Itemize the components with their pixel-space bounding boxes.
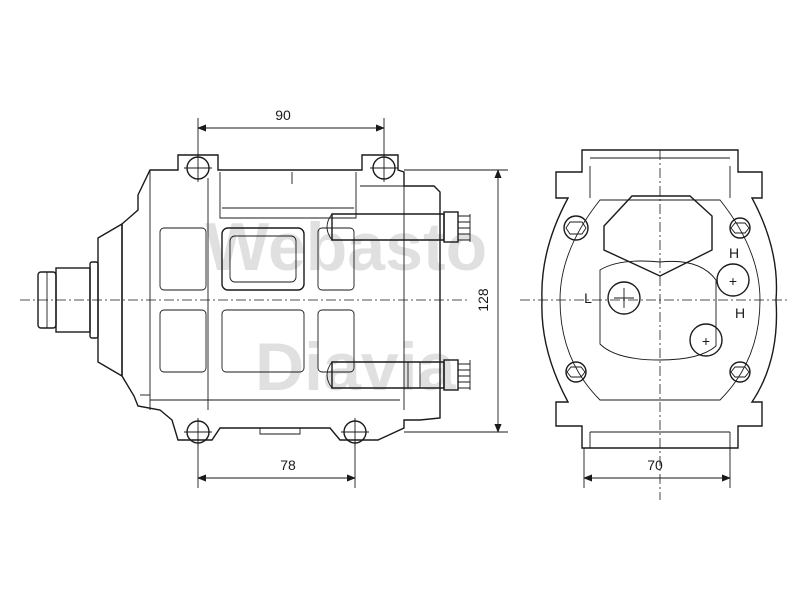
port-high-pressure-top: + H <box>716 245 750 297</box>
upper-fitting <box>326 211 471 243</box>
end-view-bolt-bottom-right <box>729 361 751 383</box>
lower-fitting <box>326 359 471 391</box>
watermark-line-1: Webasto <box>205 209 487 285</box>
dimension-bottom: 78 <box>197 444 356 488</box>
port-high-pressure-bottom: + H <box>689 305 745 357</box>
end-view-bolt-top-left <box>563 215 589 241</box>
end-view-bolt-top-right <box>729 217 751 239</box>
mount-ear-bottom-right <box>341 418 369 446</box>
dimension-height-label: 128 <box>475 288 491 312</box>
end-view-bolt-bottom-left <box>565 361 587 383</box>
dimension-height: 128 <box>404 169 508 433</box>
end-view: L + H + H <box>520 149 790 500</box>
dimension-bottom-label: 78 <box>280 457 296 473</box>
port-label-l: L <box>584 290 592 306</box>
side-view <box>20 154 471 446</box>
watermark-line-2: Diavia <box>255 329 457 405</box>
dimension-end-width: 70 <box>583 448 731 488</box>
dimension-end-width-label: 70 <box>647 457 663 473</box>
dimension-top: 90 <box>197 107 385 156</box>
dimension-top-label: 90 <box>275 107 291 123</box>
mount-ear-bottom-left <box>184 418 212 446</box>
port-label-h-bottom: H <box>735 305 745 321</box>
port-plus-top: + <box>729 273 737 289</box>
end-view-outline <box>541 149 778 449</box>
compressor-body-outline <box>121 154 441 441</box>
mount-ear-top-right <box>370 154 398 182</box>
mount-ear-top-left <box>184 154 212 182</box>
port-low-pressure: L <box>584 281 641 315</box>
watermark: Webasto Diavia <box>205 209 487 405</box>
port-plus-bottom: + <box>702 333 710 349</box>
head-panels <box>159 227 355 373</box>
port-label-h-top: H <box>729 245 739 261</box>
